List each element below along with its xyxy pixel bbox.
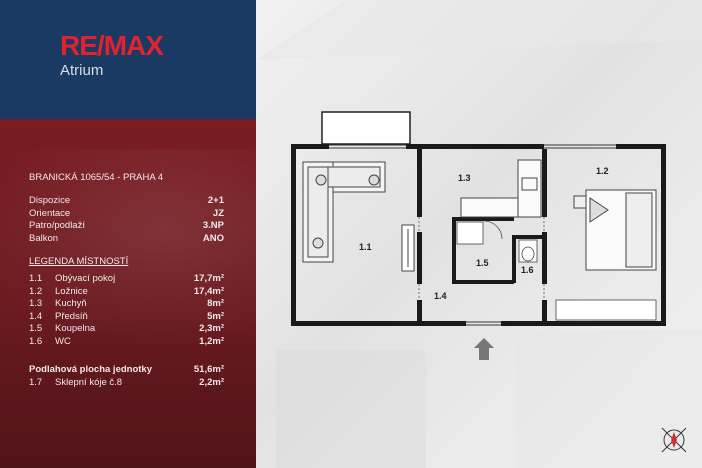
interior-walls <box>417 149 547 321</box>
brand-header <box>0 0 256 119</box>
floor-plan-panel: 1.1 1.2 1.3 1.4 1.5 1.6 <box>256 0 702 468</box>
balcony <box>321 111 411 145</box>
property-address: BRANICKÁ 1065/54 - PRAHA 4 <box>29 172 164 183</box>
kitchen-counter <box>460 159 542 218</box>
logo-subtitle: Atrium <box>60 62 104 79</box>
info-panel: RE/MAX Atrium BRANICKÁ 1065/54 - PRAHA 4… <box>0 0 256 468</box>
entrance-arrow-icon <box>474 338 494 360</box>
remax-logo: RE/MAX Atrium <box>60 30 164 79</box>
floor-plan: 1.1 1.2 1.3 1.4 1.5 1.6 <box>256 0 702 468</box>
tv-cabinet <box>401 224 415 272</box>
outer-walls <box>291 144 666 326</box>
room-label-1-3: 1.3 <box>458 173 471 183</box>
openings <box>329 144 616 326</box>
toilet <box>518 239 538 263</box>
room-label-1-2: 1.2 <box>596 166 609 176</box>
info-background <box>0 119 256 468</box>
compass-icon <box>661 427 687 453</box>
room-label-1-5: 1.5 <box>476 258 489 268</box>
room-label-1-1: 1.1 <box>359 242 372 252</box>
sofa <box>302 161 386 263</box>
room-label-1-4: 1.4 <box>434 291 447 301</box>
wardrobe <box>555 299 657 321</box>
legend-title: LEGENDA MÍSTNOSTÍ <box>29 256 129 267</box>
bed <box>573 189 657 271</box>
bathtub <box>456 221 484 245</box>
room-label-1-6: 1.6 <box>521 265 534 275</box>
inner-doors <box>418 217 545 300</box>
